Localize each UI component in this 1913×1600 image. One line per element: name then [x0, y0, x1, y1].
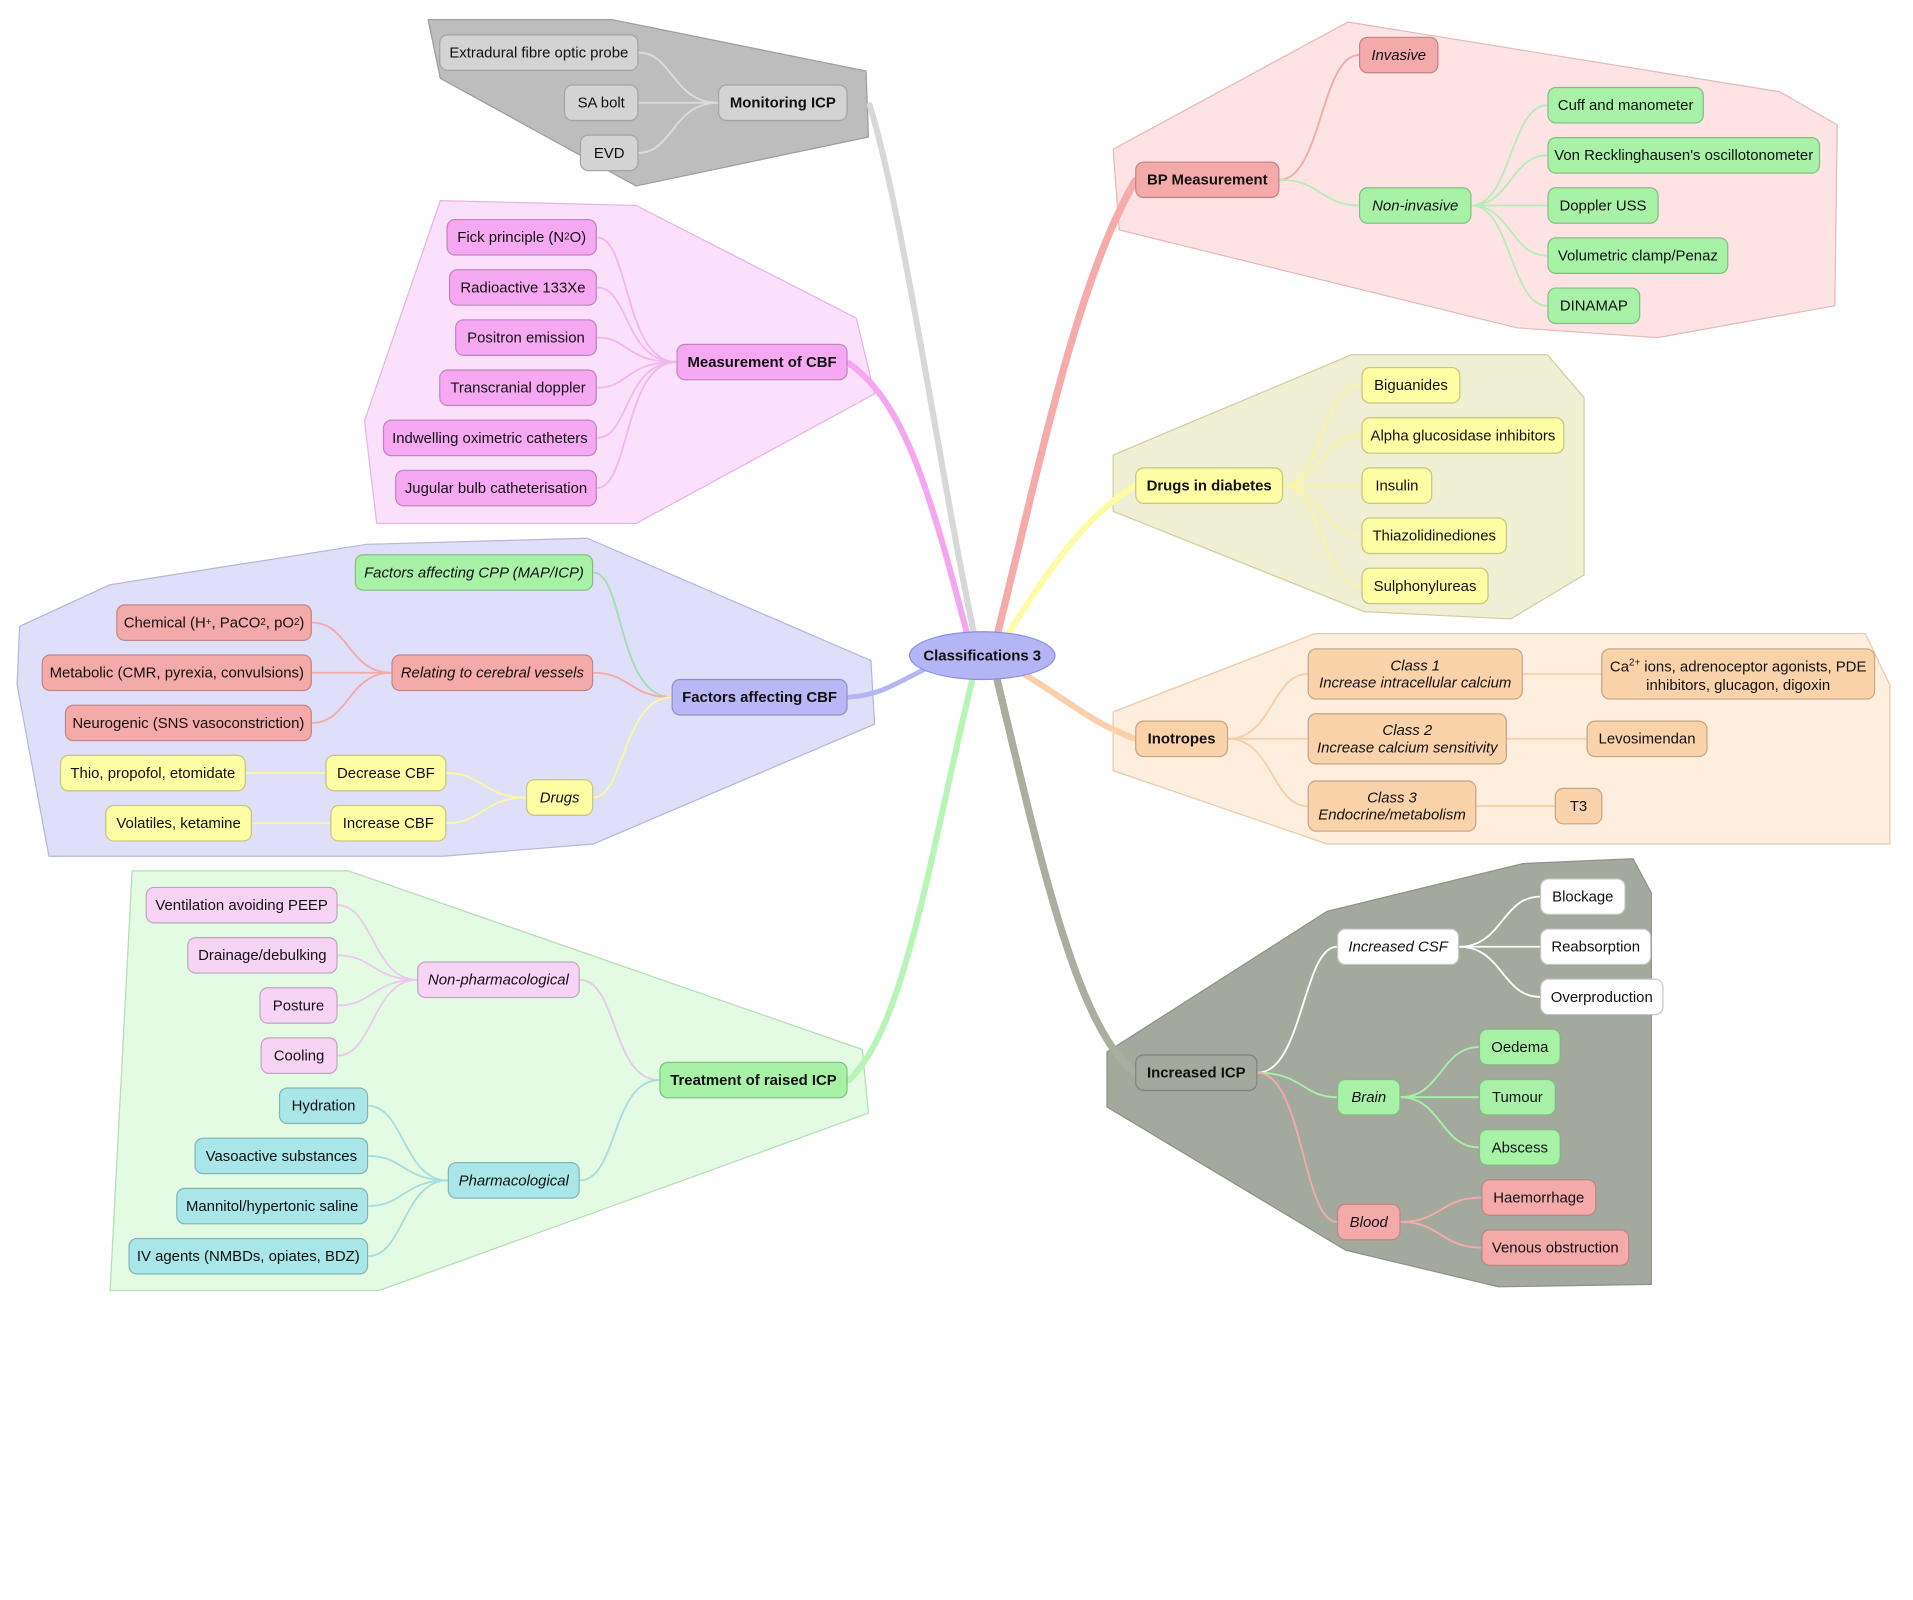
decrease-cbf-node[interactable]: Decrease CBF [325, 754, 447, 792]
posture-node[interactable]: Posture [259, 987, 338, 1024]
dinamap-node[interactable]: DINAMAP [1547, 287, 1641, 325]
class1-detail-line1: Ca2+ ions, adrenoceptor agonists, PDE [1609, 655, 1867, 676]
class2-desc: Increase calcium sensitivity [1316, 738, 1498, 756]
class1-detail-node[interactable]: Ca2+ ions, adrenoceptor agonists, PDE in… [1601, 648, 1876, 700]
chemical-sup: + [205, 616, 212, 628]
factors-cpp-node[interactable]: Factors affecting CPP (MAP/ICP) [354, 554, 594, 591]
venous-obstruction-node[interactable]: Venous obstruction [1481, 1229, 1630, 1267]
class1-desc: Increase intracellular calcium [1319, 673, 1512, 692]
alpha-glucosidase-node[interactable]: Alpha glucosidase inhibitors [1361, 417, 1565, 454]
blockage-node[interactable]: Blockage [1540, 878, 1626, 915]
treatment-icp-node[interactable]: Treatment of raised ICP [659, 1061, 848, 1099]
chemical-sub2: 2 [293, 616, 300, 628]
iv-agents-node[interactable]: IV agents (NMBDs, opiates, BDZ) [128, 1237, 369, 1275]
cuff-manometer-node[interactable]: Cuff and manometer [1547, 86, 1704, 124]
chemical-a: Chemical (H [123, 614, 206, 632]
decrease-agents-node[interactable]: Thio, propofol, etomidate [59, 754, 246, 792]
measurement-cbf-node[interactable]: Measurement of CBF [676, 343, 848, 381]
ventilation-peep-node[interactable]: Ventilation avoiding PEEP [145, 886, 338, 924]
extradural-probe-node[interactable]: Extradural fibre optic probe [439, 34, 639, 71]
class1-title: Class 1 [1390, 656, 1441, 674]
class2-node[interactable]: Class 2 Increase calcium sensitivity [1307, 713, 1507, 765]
oscillotonometer-node[interactable]: Von Recklinghausen's oscillotonometer [1547, 136, 1821, 174]
class2-title: Class 2 [1382, 721, 1433, 739]
radioactive-xe-node[interactable]: Radioactive 133Xe [448, 269, 597, 306]
jugular-bulb-node[interactable]: Jugular bulb catheterisation [395, 469, 597, 507]
bp-measurement-node[interactable]: BP Measurement [1135, 161, 1280, 199]
class3-desc: Endocrine/metabolism [1318, 806, 1466, 824]
evd-node[interactable]: EVD [579, 134, 639, 172]
thiazolidinediones-node[interactable]: Thiazolidinediones [1361, 517, 1507, 555]
chemical-c: , pO [265, 614, 294, 632]
class1-detail-line2: inhibitors, glucagon, digoxin [1646, 675, 1831, 693]
class1-node[interactable]: Class 1 Increase intracellular calcium [1307, 648, 1523, 700]
drugs-diabetes-node[interactable]: Drugs in diabetes [1135, 467, 1284, 504]
transcranial-doppler-node[interactable]: Transcranial doppler [439, 369, 597, 407]
class1-detail-sup: 2+ [1628, 657, 1641, 669]
oedema-node[interactable]: Oedema [1478, 1028, 1561, 1066]
levosimendan-node[interactable]: Levosimendan [1586, 720, 1708, 758]
drainage-node[interactable]: Drainage/debulking [187, 936, 338, 974]
biguanides-node[interactable]: Biguanides [1361, 366, 1461, 404]
oximetric-catheters-node[interactable]: Indwelling oximetric catheters [382, 419, 597, 457]
haemorrhage-node[interactable]: Haemorrhage [1481, 1179, 1597, 1216]
increased-icp-node[interactable]: Increased ICP [1135, 1054, 1258, 1092]
metabolic-node[interactable]: Metabolic (CMR, pyrexia, convulsions) [41, 654, 312, 692]
class1-detail-b: ions, adrenoceptor agonists, PDE [1640, 658, 1867, 676]
tumour-node[interactable]: Tumour [1478, 1078, 1556, 1116]
neurogenic-node[interactable]: Neurogenic (SNS vasoconstriction) [64, 704, 312, 742]
region-treatment-icp [109, 870, 870, 1292]
non-pharmacological-node[interactable]: Non-pharmacological [417, 961, 580, 999]
chemical-b: , PaCO [211, 614, 261, 632]
abscess-node[interactable]: Abscess [1478, 1129, 1561, 1166]
inotropes-node[interactable]: Inotropes [1135, 720, 1229, 758]
invasive-node[interactable]: Invasive [1358, 36, 1439, 74]
vasoactive-node[interactable]: Vasoactive substances [194, 1137, 369, 1175]
increase-agents-node[interactable]: Volatiles, ketamine [105, 804, 252, 842]
increase-cbf-node[interactable]: Increase CBF [330, 804, 447, 842]
cooling-node[interactable]: Cooling [260, 1037, 338, 1074]
cerebral-vessels-node[interactable]: Relating to cerebral vessels [391, 654, 594, 692]
blood-node[interactable]: Blood [1336, 1203, 1401, 1241]
drugs-node[interactable]: Drugs [525, 779, 594, 816]
mannitol-node[interactable]: Mannitol/hypertonic saline [176, 1187, 369, 1225]
fick-sub: 2 [564, 231, 570, 243]
monitoring-icp-node[interactable]: Monitoring ICP [718, 84, 848, 122]
pharmacological-node[interactable]: Pharmacological [447, 1162, 580, 1199]
central-node[interactable]: Classifications 3 [908, 631, 1056, 681]
increased-csf-node[interactable]: Increased CSF [1336, 928, 1460, 966]
fick-prefix: Fick principle (N [457, 228, 565, 246]
non-invasive-node[interactable]: Non-invasive [1358, 187, 1472, 224]
overproduction-node[interactable]: Overproduction [1540, 978, 1664, 1016]
class3-node[interactable]: Class 3 Endocrine/metabolism [1307, 780, 1477, 832]
chemical-d: ) [299, 614, 305, 632]
positron-emission-node[interactable]: Positron emission [455, 319, 597, 356]
sulphonylureas-node[interactable]: Sulphonylureas [1361, 567, 1489, 605]
insulin-node[interactable]: Insulin [1361, 467, 1433, 504]
fick-suffix: O) [569, 228, 587, 246]
chemical-sub1: 2 [260, 616, 266, 628]
class3-title: Class 3 [1367, 788, 1417, 807]
factors-cbf-node[interactable]: Factors affecting CBF [671, 678, 848, 716]
brain-node[interactable]: Brain [1336, 1078, 1401, 1116]
volumetric-clamp-node[interactable]: Volumetric clamp/Penaz [1547, 237, 1729, 274]
hydration-node[interactable]: Hydration [278, 1087, 369, 1125]
reabsorption-node[interactable]: Reabsorption [1540, 928, 1652, 966]
sa-bolt-node[interactable]: SA bolt [563, 84, 639, 122]
doppler-uss-node[interactable]: Doppler USS [1547, 187, 1659, 224]
t3-node[interactable]: T3 [1554, 787, 1603, 825]
class1-detail-a: Ca [1609, 658, 1629, 676]
